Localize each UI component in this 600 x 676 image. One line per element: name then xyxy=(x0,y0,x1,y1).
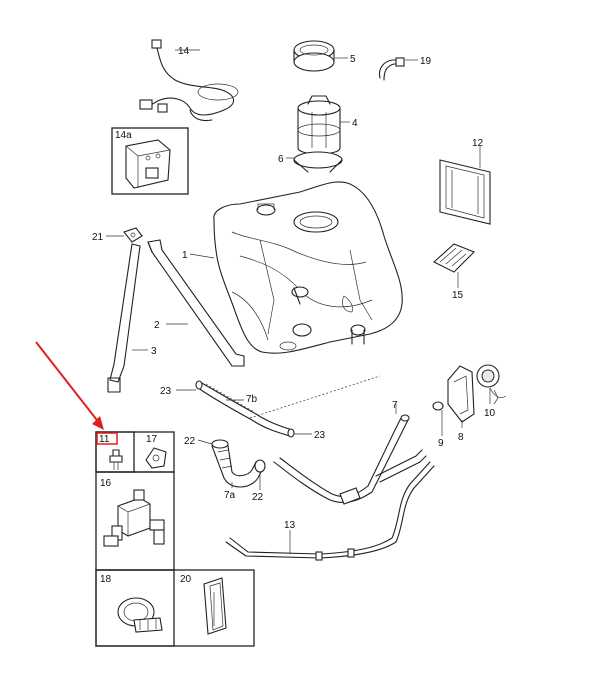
label-4: 4 xyxy=(352,118,358,129)
label-7: 7 xyxy=(392,400,398,411)
label-18: 18 xyxy=(100,574,112,585)
part-8-filler-housing xyxy=(447,365,475,423)
label-10: 10 xyxy=(484,408,496,419)
label-16: 16 xyxy=(100,478,112,489)
label-7a: 7a xyxy=(224,490,236,501)
highlight-box-11 xyxy=(96,432,118,445)
part-13-vent-line xyxy=(225,461,435,561)
part-1-fuel-tank xyxy=(213,181,403,354)
label-1: 1 xyxy=(182,250,188,261)
part-19-hose-connector xyxy=(378,57,405,81)
label-9: 9 xyxy=(438,438,444,449)
part-2-tank-strap-right xyxy=(147,239,245,367)
part-15-pad xyxy=(433,243,475,273)
label-23-upper: 23 xyxy=(160,386,172,397)
part-21-strap-bracket xyxy=(123,227,143,243)
part-7b-vent-hose xyxy=(195,380,295,438)
part-3-tank-strap-left xyxy=(107,243,141,393)
part-14-wiring-harness xyxy=(139,39,239,122)
part-11-bolt xyxy=(96,432,123,470)
label-8: 8 xyxy=(458,432,464,443)
part-20-clip xyxy=(203,577,227,635)
label-7b: 7b xyxy=(246,394,258,405)
label-21: 21 xyxy=(92,232,104,243)
part-17-grommet xyxy=(145,447,167,469)
label-14: 14 xyxy=(178,46,190,57)
label-5: 5 xyxy=(350,54,356,65)
part-14a-bracket-inset xyxy=(111,127,189,195)
label-19: 19 xyxy=(420,56,432,67)
label-2: 2 xyxy=(154,320,160,331)
label-13: 13 xyxy=(284,520,296,531)
part-7a-filler-hose xyxy=(211,439,266,488)
label-6: 6 xyxy=(278,154,284,165)
part-9-o-ring xyxy=(432,401,444,411)
label-17: 17 xyxy=(146,434,158,445)
part-12-heat-shield xyxy=(439,159,491,225)
label-23-lower: 23 xyxy=(314,430,326,441)
part-7-filler-pipe xyxy=(273,414,427,505)
part-10-fuel-cap xyxy=(476,364,507,405)
label-11: 11 xyxy=(99,434,110,445)
label-12: 12 xyxy=(472,138,484,149)
label-22-left: 22 xyxy=(184,436,196,447)
part-18-hose-clamp xyxy=(117,597,163,633)
inset-parts-grid xyxy=(95,431,255,647)
label-22-right: 22 xyxy=(252,492,264,503)
label-3: 3 xyxy=(151,346,157,357)
label-15: 15 xyxy=(452,290,464,301)
label-14a: 14a xyxy=(115,130,132,141)
part-16-valve-assembly xyxy=(103,489,165,547)
part-6-seal-ring xyxy=(293,151,343,173)
part-4-fuel-pump xyxy=(297,95,341,155)
part-5-locking-ring xyxy=(293,40,335,72)
callout-arrow xyxy=(35,341,104,430)
label-20: 20 xyxy=(180,574,192,585)
